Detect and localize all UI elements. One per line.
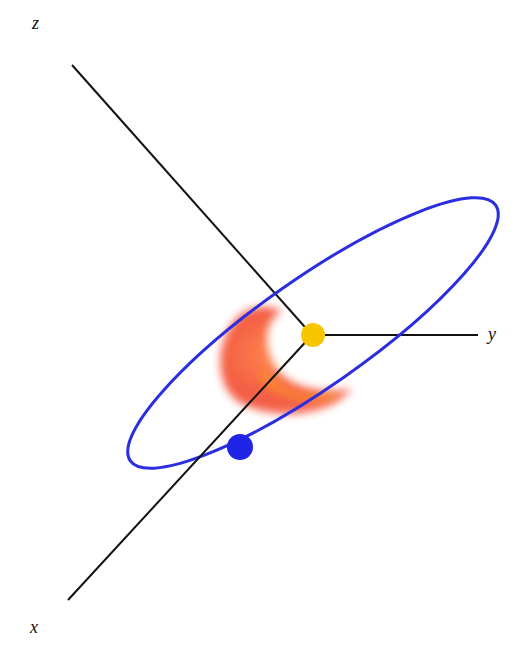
axis-label: y [488,325,496,343]
sun-dot [301,323,325,347]
y-axis [312,334,478,336]
x-axis [68,335,312,600]
crescent-glow [220,307,352,414]
crescent-highlight [262,372,335,398]
planet-dot [227,434,253,460]
orbit-ellipse [99,161,521,505]
axis-label: x [30,618,38,636]
axis-label: z [32,14,39,32]
